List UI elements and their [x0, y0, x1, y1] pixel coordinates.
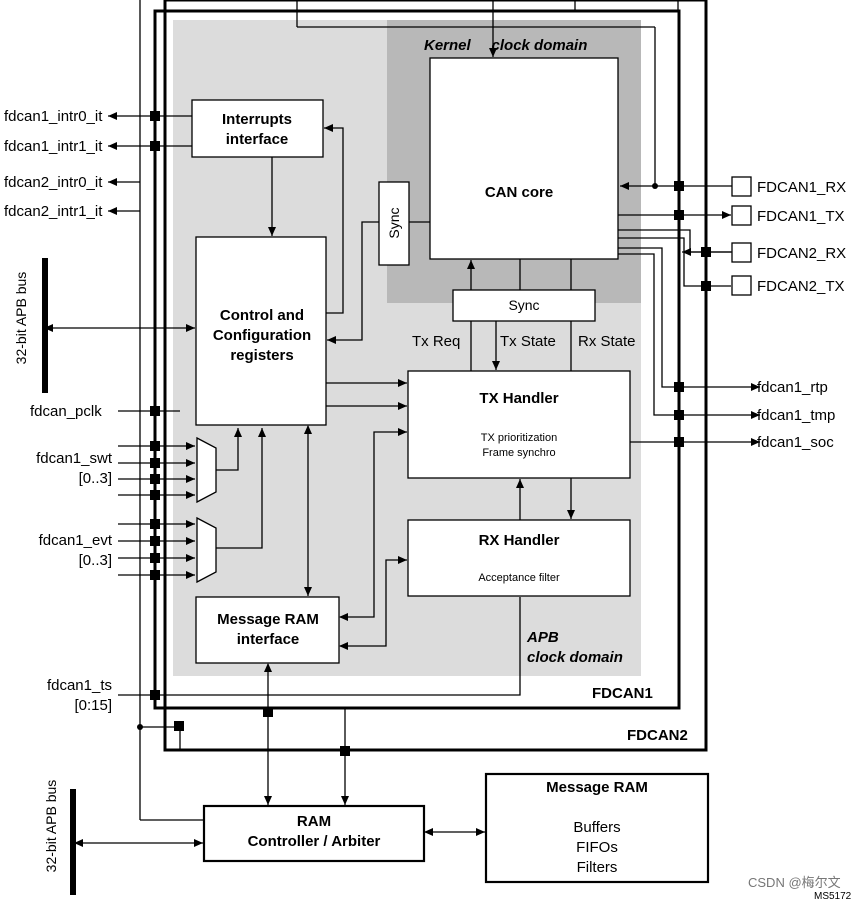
pin-fdcan-pclk: fdcan_pclk — [30, 403, 102, 420]
control-title-3: registers — [230, 347, 293, 364]
watermark: CSDN @梅尔文 — [748, 875, 841, 890]
can-pin-boxes — [731, 176, 752, 296]
pin-fdcan1-intr0: fdcan1_intr0_it — [4, 108, 103, 125]
rx-handler-box — [407, 519, 631, 597]
ram-controller-box — [202, 804, 426, 863]
interrupts-title-2: interface — [226, 131, 289, 148]
sync-horizontal-box — [452, 289, 596, 322]
evt-mux — [196, 516, 217, 584]
pin-fdcan1-ts: fdcan1_ts — [47, 677, 112, 694]
pin-fdcan1-tmp: fdcan1_tmp — [757, 407, 835, 424]
pin-fdcan1-intr1: fdcan1_intr1_it — [4, 138, 103, 155]
sync-horizontal-label: Sync — [508, 297, 539, 313]
sync-vertical-box — [378, 181, 410, 266]
apb-clock-domain-label-1: APB — [526, 629, 559, 646]
swt-mux — [196, 436, 217, 504]
pin-fdcan1-rx: FDCAN1_RX — [757, 179, 846, 196]
apb-clock-domain-label-2: clock domain — [527, 649, 623, 666]
message-ram-item-fifos: FIFOs — [576, 839, 618, 856]
pin-fdcan2-intr0: fdcan2_intr0_it — [4, 174, 103, 191]
figure-code: MS5172 — [814, 891, 852, 899]
tx-handler-line2: Frame synchro — [482, 447, 555, 459]
interrupts-title-1: Interrupts — [222, 111, 292, 128]
connection-nodes — [137, 111, 711, 756]
sync-vertical-label: Sync — [386, 207, 402, 238]
rx-handler-title: RX Handler — [479, 532, 560, 549]
fdcan1-frame — [153, 9, 681, 710]
pin-fdcan1-tx: FDCAN1_TX — [757, 208, 845, 225]
ram-ctrl-title-2: Controller / Arbiter — [248, 833, 381, 850]
rx-state-label: Rx State — [578, 333, 636, 350]
tx-handler-line1: TX prioritization — [481, 432, 557, 444]
tx-handler-box — [407, 370, 631, 479]
pin-fdcan1-ts-range: [0:15] — [74, 697, 112, 714]
pin-fdcan2-rx: FDCAN2_RX — [757, 245, 846, 262]
fdcan2-label: FDCAN2 — [627, 727, 688, 744]
pin-fdcan2-intr1: fdcan2_intr1_it — [4, 203, 103, 220]
apb-bus-top-label: 32-bit APB bus — [13, 272, 29, 365]
pin-fdcan1-rtp: fdcan1_rtp — [757, 379, 828, 396]
pin-fdcan1-soc: fdcan1_soc — [757, 434, 834, 451]
rx-handler-line1: Acceptance filter — [478, 572, 560, 584]
pin-fdcan1-swt: fdcan1_swt — [36, 450, 113, 467]
interrupts-interface-box — [191, 99, 324, 158]
fdcan2-frame — [163, 0, 708, 752]
ram-ctrl-title-1: RAM — [297, 813, 331, 830]
apb-bus-bottom-label: 32-bit APB bus — [43, 780, 59, 873]
tx-state-label: Tx State — [500, 333, 556, 350]
pin-fdcan1-swt-range: [0..3] — [79, 470, 112, 487]
top-wires — [139, 0, 679, 820]
message-ram-interface-box — [195, 596, 340, 664]
fdcan1-label: FDCAN1 — [592, 685, 653, 702]
message-ram-box — [484, 772, 710, 884]
apb-clock-domain-notch — [387, 676, 641, 684]
control-config-registers-box — [195, 236, 327, 426]
tx-req-label: Tx Req — [412, 333, 460, 350]
can-core-title: CAN core — [485, 184, 553, 201]
pin-fdcan1-evt: fdcan1_evt — [39, 532, 113, 549]
control-title-1: Control and — [220, 307, 304, 324]
pin-fdcan1-evt-range: [0..3] — [79, 552, 112, 569]
message-ram-title: Message RAM — [546, 779, 648, 796]
message-ram-item-filters: Filters — [577, 859, 618, 876]
message-ram-item-buffers: Buffers — [573, 819, 620, 836]
pin-fdcan2-tx: FDCAN2_TX — [757, 278, 845, 295]
control-title-2: Configuration — [213, 327, 311, 344]
msg-ram-if-title-1: Message RAM — [217, 611, 319, 628]
msg-ram-if-title-2: interface — [237, 631, 300, 648]
kernel-clock-domain-label: Kernel clock domain — [424, 37, 587, 54]
can-core-box — [429, 57, 619, 260]
tx-handler-title: TX Handler — [479, 390, 558, 407]
